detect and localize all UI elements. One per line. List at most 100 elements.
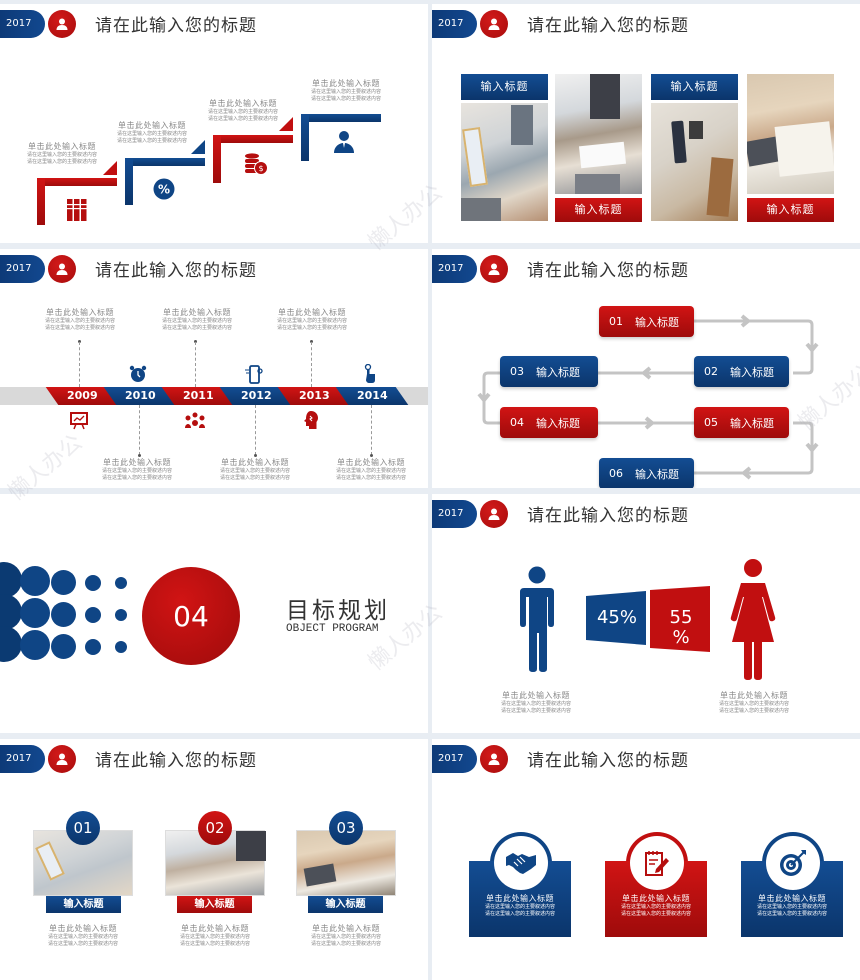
notebook-shape bbox=[578, 141, 627, 169]
step-corner-1 bbox=[103, 161, 117, 175]
tile-label-2[interactable]: 输入标题 bbox=[555, 198, 642, 222]
male-text: 单击此处输入标题 请在这里输入您的主要叙述内容 请在这里输入您的主要叙述内容 bbox=[500, 691, 571, 714]
slide-photo-tiles[interactable]: 2017 请在此输入您的标题 输入标题 输入标题 输入标题 输入标题 bbox=[432, 4, 860, 243]
connector-dot bbox=[254, 454, 257, 457]
calculator-shape bbox=[303, 863, 337, 887]
icon-circle-3 bbox=[766, 836, 820, 890]
timeline-text-2010: 单击此处输入标题 请在这里输入您的主要叙述内容 请在这里输入您的主要叙述内容 bbox=[101, 458, 172, 481]
connector-line bbox=[195, 342, 196, 387]
user-badge bbox=[48, 745, 76, 773]
decor-dot bbox=[51, 570, 76, 595]
slide-section-divider[interactable]: 04 目标规划 OBJECT PROGRAM bbox=[0, 494, 428, 733]
card-label-2[interactable]: 输入标题 bbox=[177, 896, 252, 913]
decor-dot bbox=[85, 639, 101, 655]
books-icon bbox=[67, 199, 87, 221]
section-number-circle: 04 bbox=[142, 567, 240, 665]
photo-phone-desk bbox=[651, 103, 738, 221]
flow-connectors bbox=[477, 314, 819, 480]
step-text-2: 单击此处输入标题 请在这里输入您的主要叙述内容 请在这里输入您的主要叙述内容 bbox=[116, 121, 187, 144]
card-number-2: 02 bbox=[198, 811, 232, 845]
slide-title: 请在此输入您的标题 bbox=[527, 261, 689, 281]
card-number-3: 03 bbox=[329, 811, 363, 845]
decor-dot bbox=[51, 634, 76, 659]
year-pill: 2017 bbox=[432, 10, 477, 38]
icon-circle-1 bbox=[494, 836, 548, 890]
handshake-icon bbox=[506, 853, 536, 874]
decor-dot bbox=[0, 594, 22, 630]
monitor-shape bbox=[511, 105, 533, 145]
connector-line bbox=[371, 405, 372, 455]
male-percent-panel bbox=[586, 591, 646, 645]
team-icon bbox=[185, 412, 205, 428]
decor-dot bbox=[115, 641, 127, 653]
step-bar-4-vertical bbox=[301, 114, 309, 161]
slide-title: 请在此输入您的标题 bbox=[95, 261, 257, 281]
decor-dot bbox=[85, 575, 101, 591]
slide-title: 请在此输入您的标题 bbox=[95, 16, 257, 36]
user-icon bbox=[488, 263, 500, 275]
ledger-shape bbox=[774, 121, 834, 177]
laptop-shape bbox=[575, 174, 620, 194]
user-badge bbox=[48, 10, 76, 38]
step-bar-1 bbox=[37, 178, 117, 186]
icon-card-1[interactable]: 单击此处输入标题 请在这里输入您的主要叙述内容 请在这里输入您的主要叙述内容 bbox=[469, 861, 571, 937]
keyboard-shape bbox=[461, 198, 501, 221]
person-icon bbox=[334, 131, 354, 153]
user-badge bbox=[480, 255, 508, 283]
svg-text:$: $ bbox=[258, 164, 263, 173]
year-pill: 2017 bbox=[0, 745, 45, 773]
photo-writing-notes bbox=[555, 74, 642, 194]
tablet-shape bbox=[35, 841, 65, 881]
coins-icon: $ bbox=[245, 153, 268, 175]
female-percent-panel bbox=[650, 586, 710, 652]
year-pill: 2017 bbox=[432, 255, 477, 283]
slide-staircase[interactable]: 2017 请在此输入您的标题 单击此处输入标题 请在这里输入您的主要叙述内容 请… bbox=[0, 4, 428, 243]
timeline-text-2011: 单击此处输入标题 请在这里输入您的主要叙述内容 请在这里输入您的主要叙述内容 bbox=[161, 308, 232, 331]
decor-dot bbox=[20, 566, 50, 596]
wallet-shape bbox=[689, 121, 703, 139]
card-label-1[interactable]: 输入标题 bbox=[46, 896, 121, 913]
user-icon bbox=[488, 508, 500, 520]
photo-office-tablet bbox=[461, 103, 548, 221]
decor-dot bbox=[115, 577, 127, 589]
photo-calculator bbox=[747, 74, 834, 194]
slide-gender-ratio[interactable]: 2017 请在此输入您的标题 45% 55% 单击此处输入标题 请在这里输入您的… bbox=[432, 494, 860, 733]
card-label-3[interactable]: 输入标题 bbox=[308, 896, 383, 913]
step-bar-1-vertical bbox=[37, 178, 45, 225]
slide-icon-cards[interactable]: 2017 请在此输入您的标题 单击此处输入标题 请在这里输入您的主要叙述内容 请… bbox=[432, 739, 860, 980]
female-text: 单击此处输入标题 请在这里输入您的主要叙述内容 请在这里输入您的主要叙述内容 bbox=[718, 691, 789, 714]
connector-dot bbox=[370, 454, 373, 457]
slide-photo-cards[interactable]: 2017 请在此输入您的标题 01 输入标题 单击此处输入标题 请在这里输入您的… bbox=[0, 739, 428, 980]
female-figure-icon bbox=[730, 559, 776, 680]
connector-dot bbox=[310, 340, 313, 343]
decor-dot bbox=[0, 626, 22, 662]
notebook-brown-shape bbox=[706, 157, 734, 217]
tile-label-3[interactable]: 输入标题 bbox=[651, 74, 738, 100]
year-pill: 2017 bbox=[432, 745, 477, 773]
sleeve-shape bbox=[236, 831, 266, 861]
slide-timeline[interactable]: 2017 请在此输入您的标题 2009 2010 2011 2012 2013 … bbox=[0, 249, 428, 488]
connector-dot bbox=[78, 340, 81, 343]
timeline-text-2012: 单击此处输入标题 请在这里输入您的主要叙述内容 请在这里输入您的主要叙述内容 bbox=[219, 458, 290, 481]
connector-line bbox=[79, 342, 80, 387]
timeline-text-2009: 单击此处输入标题 请在这里输入您的主要叙述内容 请在这里输入您的主要叙述内容 bbox=[44, 308, 115, 331]
tile-label-1[interactable]: 输入标题 bbox=[461, 74, 548, 100]
male-figure-icon bbox=[516, 566, 554, 672]
user-badge bbox=[480, 10, 508, 38]
alarm-clock-icon bbox=[129, 365, 147, 382]
tile-label-4[interactable]: 输入标题 bbox=[747, 198, 834, 222]
section-title-cn: 目标规划 bbox=[286, 598, 390, 624]
decor-dot bbox=[20, 630, 50, 660]
connector-dot bbox=[194, 340, 197, 343]
slide-title: 请在此输入您的标题 bbox=[527, 506, 689, 526]
mobile-icon bbox=[245, 365, 263, 384]
male-percent: 45% bbox=[596, 607, 637, 628]
timeline-year-2014[interactable]: 2014 bbox=[335, 387, 409, 405]
